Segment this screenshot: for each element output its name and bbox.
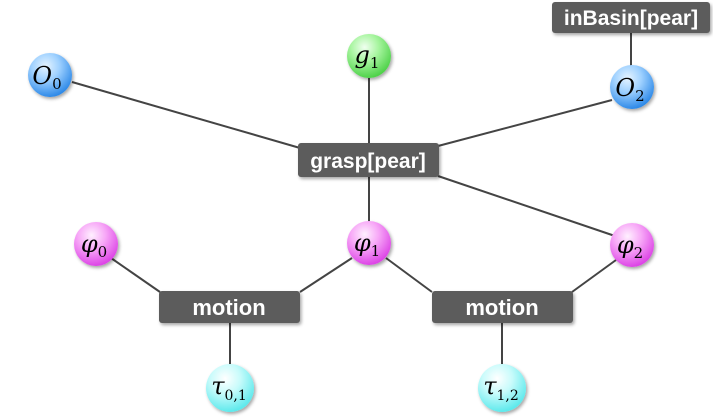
node-o2-base: O [615, 74, 635, 102]
node-phi1: φ1 [347, 221, 391, 265]
node-g1-sub: 1 [370, 54, 380, 72]
node-g1: g1 [347, 34, 391, 78]
node-phi1-base: φ [354, 229, 371, 257]
node-phi2-base: φ [617, 231, 634, 259]
node-g1-base: g [355, 41, 370, 69]
factor-inbasin: inBasin[pear] [552, 2, 710, 33]
svg-text:g1: g1 [355, 41, 380, 72]
factor-grasp-label: grasp[pear] [310, 150, 426, 173]
factor-inbasin-label: inBasin[pear] [564, 7, 698, 30]
node-phi2: φ2 [610, 223, 654, 267]
svg-text:φ1: φ1 [354, 229, 380, 260]
svg-text:O0: O0 [32, 62, 61, 93]
node-tau12-base: τ [483, 372, 497, 400]
svg-text:τ0,1: τ0,1 [211, 372, 247, 404]
node-o2: O2 [610, 65, 654, 109]
node-tau01-base: τ [211, 372, 225, 400]
edge-phi0-motion1 [110, 257, 161, 293]
factor-motion-2-label: motion [465, 295, 538, 320]
edge-o0-grasp [71, 81, 301, 149]
node-tau01-sub: 0,1 [225, 388, 247, 404]
factor-motion-1-label: motion [192, 295, 265, 320]
node-tau12-sub: 1,2 [497, 388, 519, 404]
node-o0-sub: 0 [52, 75, 62, 93]
node-tau12: τ1,2 [478, 364, 526, 412]
node-phi2-sub: 2 [634, 244, 644, 262]
node-phi0-base: φ [81, 230, 98, 258]
factor-motion-2: motion [432, 291, 573, 323]
edge-phi2-motion2 [571, 259, 617, 293]
node-o0: O0 [28, 53, 72, 97]
svg-text:φ2: φ2 [617, 231, 643, 262]
node-phi1-sub: 1 [371, 242, 381, 260]
edge-phi1-motion2 [385, 257, 433, 293]
svg-text:O2: O2 [615, 74, 644, 105]
svg-text:φ0: φ0 [81, 230, 107, 261]
edge-phi1-motion1 [299, 257, 353, 293]
node-phi0: φ0 [74, 222, 118, 266]
node-o2-sub: 2 [635, 87, 645, 105]
svg-text:τ1,2: τ1,2 [483, 372, 519, 404]
node-o0-base: O [32, 62, 52, 90]
node-phi0-sub: 0 [98, 243, 108, 261]
factor-motion-1: motion [159, 291, 300, 323]
edge-grasp-phi2 [437, 175, 616, 237]
node-tau01: τ0,1 [206, 364, 254, 412]
factor-grasp: grasp[pear] [298, 143, 439, 177]
edge-o2-grasp [437, 99, 613, 147]
edges [71, 30, 632, 366]
